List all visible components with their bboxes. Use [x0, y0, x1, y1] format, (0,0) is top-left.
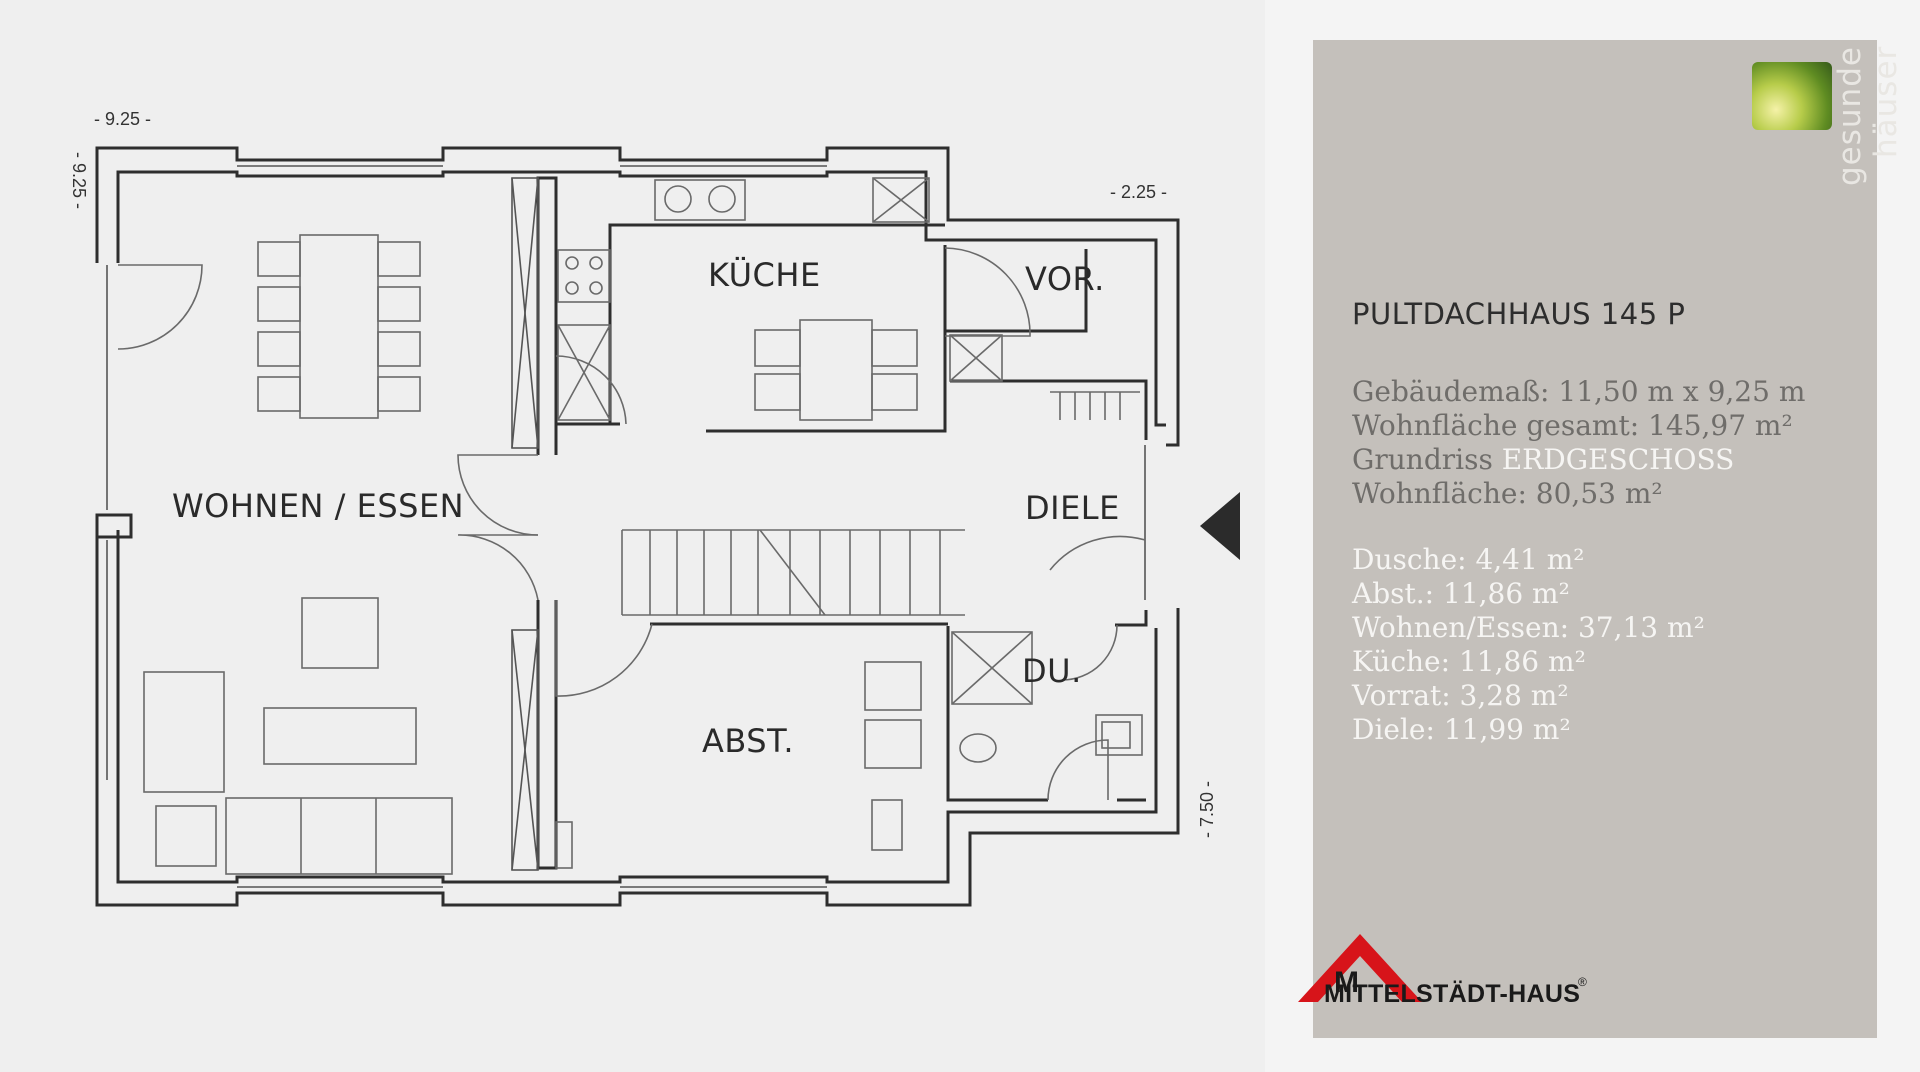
room-label-diele: DIELE: [1025, 489, 1120, 527]
info-panel: [1313, 40, 1877, 1038]
house-title: PULTDACHHAUS 145 P: [1352, 297, 1686, 331]
dimension-top: - 9.25 -: [94, 109, 151, 129]
spec-wohnflaeche-gesamt: Wohnfläche gesamt: 145,97 m²: [1352, 409, 1793, 442]
brand-vertical-text: gesunde häuser: [1832, 46, 1904, 186]
spec-grundriss: Grundriss ERDGESCHOSS: [1352, 443, 1735, 476]
spec-gebaeudemass: Gebäudemaß: 11,50 m x 9,25 m: [1352, 375, 1806, 408]
room-label-kueche: KÜCHE: [708, 256, 821, 294]
logo-registered-mark: ®: [1578, 975, 1587, 989]
room-label-abst: ABST.: [702, 722, 794, 760]
area-item: Diele: 11,99 m²: [1352, 713, 1571, 746]
area-item: Abst.: 11,86 m²: [1352, 577, 1570, 610]
room-label-vor: VOR.: [1025, 260, 1105, 298]
room-label-du: DU.: [1022, 652, 1082, 690]
svg-text:M: M: [1334, 966, 1359, 999]
area-item: Küche: 11,86 m²: [1352, 645, 1586, 678]
dimension-left: - 9.25 -: [69, 152, 89, 209]
area-item: Vorrat: 3,28 m²: [1352, 679, 1569, 712]
furniture: [143, 177, 1143, 875]
entrance-marker: [1200, 492, 1240, 560]
area-item: Dusche: 4,41 m²: [1352, 543, 1585, 576]
dimension-right-top: - 2.25 -: [1110, 182, 1167, 202]
house-leaf-icon: [1752, 62, 1832, 130]
interior-walls: [511, 176, 1148, 871]
outer-walls: [95, 146, 1180, 907]
spec-wohnflaeche: Wohnfläche: 80,53 m²: [1352, 477, 1663, 510]
company-logo: M: [1298, 934, 1422, 1002]
room-label-wohnen: WOHNEN / ESSEN: [172, 487, 464, 525]
floor-plan: WOHNEN / ESSEN KÜCHE VOR. DIELE ABST. DU…: [69, 109, 1240, 907]
logo-text: MITTELSTÄDT-HAUS: [1324, 980, 1581, 1008]
area-item: Wohnen/Essen: 37,13 m²: [1352, 611, 1705, 644]
dimension-right-bottom: - 7.50 -: [1197, 781, 1217, 838]
doors: [117, 247, 1146, 801]
